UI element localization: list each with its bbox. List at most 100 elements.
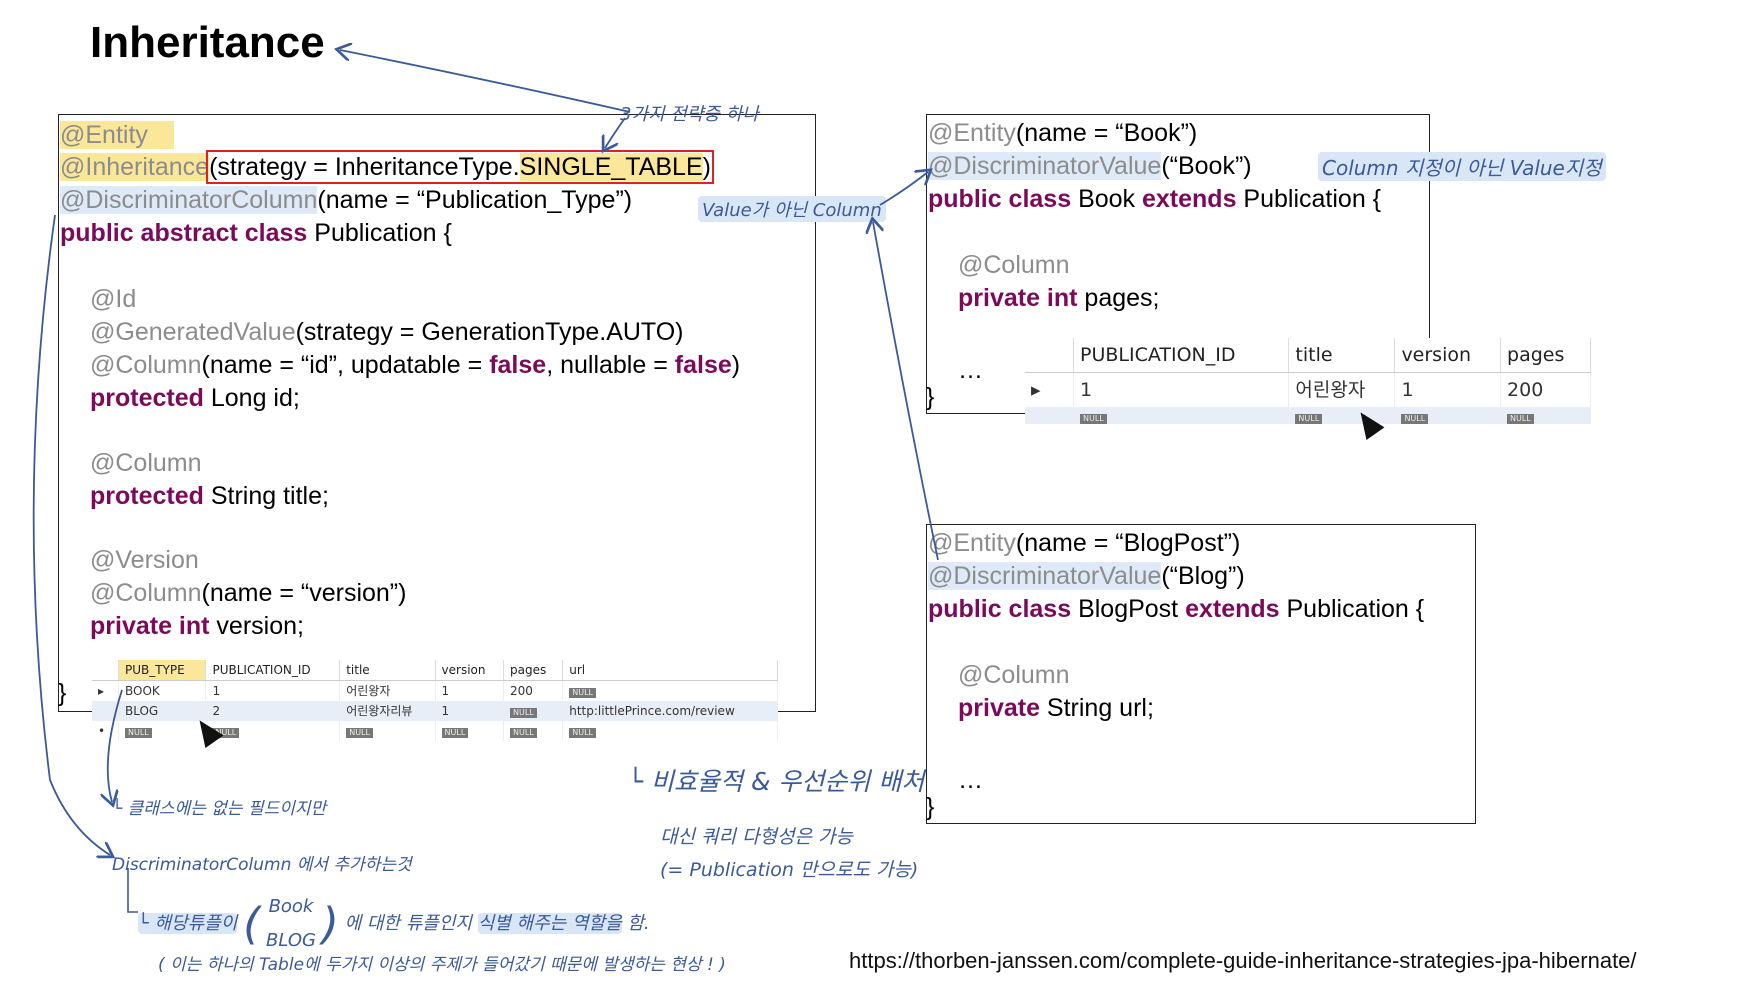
table-cell: NULL <box>1394 407 1502 424</box>
note-field-not-in-class: └ 클래스에는 없는 필드이지만 <box>112 799 327 819</box>
protected-keyword: protected <box>90 482 204 510</box>
single-table-strategy: SINGLE_TABLE <box>519 153 703 181</box>
table-cell: 어린왕자 <box>339 680 436 701</box>
version-column-params: (name = “version”) <box>201 579 407 607</box>
pages-field: pages; <box>1077 284 1160 312</box>
blog-class-declaration: public class BlogPost extends Publicatio… <box>928 594 1424 624</box>
note-added-by-discriminator: DiscriminatorColumn 에서 추가하는것 <box>112 855 412 875</box>
null-badge: NULL <box>1080 414 1107 424</box>
null-badge: NULL <box>510 708 537 718</box>
entity-params: (name = “Book”) <box>1015 119 1198 147</box>
code-generated-value-line: @GeneratedValue(strategy = GenerationTyp… <box>90 317 684 347</box>
column-annotation: @Column <box>90 351 202 379</box>
table-cell: NULL <box>1500 407 1591 424</box>
table-cell: 어린왕자리뷰 <box>339 701 436 721</box>
class-keywords: public class <box>928 185 1072 213</box>
generated-value-params: (strategy = GenerationType.AUTO) <box>295 318 684 346</box>
table-cell: 200 <box>503 680 564 701</box>
null-badge: NULL <box>510 728 537 738</box>
note-single-table-reason: ( 이는 하나의 Table에 두가지 이상의 주제가 들어갔기 때문에 발생하… <box>158 955 726 975</box>
book-closing-brace: } <box>926 383 935 411</box>
table-cell: 200 <box>1500 372 1591 407</box>
code-inheritance-line: @Inheritance(strategy = InheritanceType.… <box>60 150 714 184</box>
column-header: PUB_TYPE <box>118 660 207 681</box>
null-badge: NULL <box>346 728 373 738</box>
note-tuple-middle: 에 대한 튜플인지 <box>344 913 472 934</box>
column-header: pages <box>1500 338 1591 373</box>
table-cell: NULL <box>435 721 505 741</box>
private-keyword: private <box>958 694 1040 722</box>
table-row: • NULL NULL NULL NULL NULL NULL <box>92 721 778 741</box>
arrow-discriminator-to-note <box>32 214 110 855</box>
url-field: String url; <box>1039 694 1154 722</box>
parent-class: Publication { <box>1236 185 1382 213</box>
note-tuple-end: 함. <box>627 913 650 934</box>
blog-entity-line: @Entity(name = “BlogPost”) <box>928 528 1240 558</box>
table-cell: NULL <box>339 721 436 741</box>
code-version-annotation: @Version <box>90 546 199 574</box>
code-title-column-annotation: @Column <box>90 449 202 477</box>
note-book-label: Book <box>268 896 314 917</box>
hook-tuple-note <box>127 868 138 913</box>
table-cell: NULL <box>562 680 778 701</box>
code-title-field: protected String title; <box>90 481 329 511</box>
discriminator-column-params: (name = “Publication_Type”) <box>317 186 633 214</box>
book-entity-line: @Entity(name = “Book”) <box>928 118 1197 148</box>
blog-discriminator-value-line: @DiscriminatorValue(“Blog”) <box>928 561 1245 591</box>
table-row: ▸ BOOK 1 어린왕자 1 200 NULL <box>92 680 778 701</box>
row-marker: ▸ <box>92 680 119 701</box>
column-params-a: (name = “id”, updatable = <box>201 351 490 379</box>
extends-keyword: extends <box>1142 185 1237 213</box>
discriminator-value-annotation: @DiscriminatorValue <box>928 562 1162 590</box>
note-bracket-open: ( <box>243 898 261 950</box>
code-entity-annotation: @Entity <box>60 120 174 150</box>
table-cell: 어린왕자 <box>1288 372 1396 407</box>
protected-keyword: protected <box>90 384 204 412</box>
class-name: Book <box>1071 185 1142 213</box>
table-cell: 1 <box>1073 372 1290 407</box>
slide-title: Inheritance <box>90 18 325 67</box>
table-header-row: PUB_TYPE PUBLICATION_ID title version pa… <box>92 660 778 681</box>
inheritance-annotation: @Inheritance <box>60 153 210 181</box>
table-row: ▸ 1 어린왕자 1 200 <box>1025 372 1591 407</box>
code-version-column-line: @Column(name = “version”) <box>90 578 406 608</box>
note-column-not-value: Value가 아닌 Column <box>698 196 886 222</box>
private-int-keyword: private int <box>90 612 210 640</box>
false-keyword: false <box>674 351 732 379</box>
strategy-close: ) <box>702 153 711 181</box>
column-params-c: ) <box>731 351 741 379</box>
column-header: title <box>1288 338 1396 373</box>
arrow-to-title <box>340 50 631 113</box>
null-badge: NULL <box>125 728 152 738</box>
table-cell: NULL <box>1288 407 1396 424</box>
null-badge: NULL <box>569 688 596 698</box>
table-cell: 1 <box>205 680 341 701</box>
source-url: https://thorben-janssen.com/complete-gui… <box>849 948 1637 973</box>
note-value-not-column: Column 지정이 아닌 Value지정 <box>1318 152 1606 181</box>
table-row: BLOG 2 어린왕자리뷰 1 NULL http:littlePrince.c… <box>92 701 778 721</box>
row-marker <box>92 701 119 721</box>
discriminator-value-params: (“Book”) <box>1161 152 1252 180</box>
null-badge: NULL <box>1295 414 1323 424</box>
id-field: Long id; <box>203 384 300 412</box>
class-keywords: public abstract class <box>60 219 308 247</box>
column-annotation: @Column <box>90 579 202 607</box>
discriminator-column-annotation: @DiscriminatorColumn <box>60 186 318 214</box>
table-cell: NULL <box>118 721 207 741</box>
column-header: title <box>339 660 436 681</box>
entity-annotation: @Entity <box>928 529 1016 557</box>
code-version-field: private int version; <box>90 611 304 641</box>
book-ellipsis: … <box>958 356 983 384</box>
arrow-to-strategy <box>605 117 626 148</box>
title-field: String title; <box>203 482 329 510</box>
blog-ellipsis: … <box>958 766 983 794</box>
table-header-row: PUBLICATION_ID title version pages <box>1025 338 1591 373</box>
entity-annotation: @Entity <box>928 119 1016 147</box>
table-cell: NULL <box>205 721 341 741</box>
extends-keyword: extends <box>1185 595 1280 623</box>
code-class-declaration: public abstract class Publication { <box>60 218 452 248</box>
column-header: version <box>1394 338 1502 373</box>
